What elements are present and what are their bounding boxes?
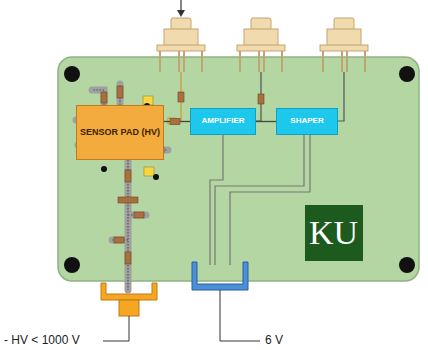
lemo-connector bbox=[320, 18, 368, 72]
connector-cap bbox=[171, 18, 191, 30]
mounting-hole bbox=[64, 257, 80, 273]
connector-body bbox=[164, 29, 198, 46]
resistor-symbol bbox=[101, 92, 107, 103]
voltage-label: - HV < 1000 V bbox=[2, 333, 82, 347]
signal-wire bbox=[256, 121, 276, 122]
node-text: AMPLIFIER bbox=[201, 117, 244, 126]
connector-base bbox=[237, 45, 285, 51]
hv-connector bbox=[101, 283, 157, 316]
connector-pin bbox=[258, 51, 260, 72]
connector-pin bbox=[239, 51, 241, 72]
connector-cap bbox=[251, 18, 271, 30]
lemo-connector bbox=[237, 18, 285, 72]
connector-body bbox=[192, 262, 248, 290]
connector-plug bbox=[119, 300, 139, 316]
connector-pin bbox=[159, 51, 161, 72]
node-text: SHAPER bbox=[290, 117, 323, 126]
connector-base bbox=[320, 45, 368, 51]
resistor-symbol bbox=[114, 237, 124, 243]
resistor-symbol bbox=[125, 252, 131, 264]
ground-symbol bbox=[144, 167, 154, 176]
mounting-hole bbox=[399, 257, 415, 273]
mounting-hole bbox=[64, 66, 80, 82]
connector-body bbox=[327, 29, 361, 46]
connector-base bbox=[157, 45, 205, 51]
shaper-block: SHAPER bbox=[276, 108, 338, 135]
via-dot bbox=[101, 166, 107, 172]
guard-trace bbox=[76, 84, 168, 290]
signal-trace bbox=[338, 72, 344, 121]
power-trace bbox=[230, 135, 310, 265]
connector-body bbox=[244, 29, 278, 46]
logo-box: KU bbox=[305, 205, 363, 261]
node-text: SENSOR PAD (HV) bbox=[80, 128, 160, 138]
leader-line bbox=[103, 316, 129, 341]
pcb-board bbox=[58, 57, 419, 281]
power-trace bbox=[210, 135, 223, 265]
leader-line bbox=[220, 290, 260, 341]
resistor-symbol bbox=[125, 170, 131, 182]
power-trace bbox=[215, 135, 304, 265]
connector-pin bbox=[364, 51, 366, 72]
connector-pin bbox=[263, 51, 265, 72]
resistor-symbol bbox=[258, 94, 264, 104]
connector-pin bbox=[346, 51, 348, 72]
connector-body bbox=[101, 283, 157, 300]
hv-trace bbox=[76, 84, 168, 290]
power-connector bbox=[192, 262, 248, 290]
resistor-symbol bbox=[134, 212, 144, 218]
amplifier-block: AMPLIFIER bbox=[190, 108, 256, 135]
connector-cap bbox=[334, 18, 354, 30]
resistor-symbol bbox=[117, 86, 123, 98]
arrow-head bbox=[177, 10, 185, 17]
connector-pin bbox=[322, 51, 324, 72]
connector-pin bbox=[281, 51, 283, 72]
lemo-connector bbox=[157, 18, 205, 72]
connector-pin bbox=[201, 51, 203, 72]
connector-pin bbox=[183, 51, 185, 72]
hv-filter-traces bbox=[76, 84, 168, 290]
connector-pin bbox=[341, 51, 343, 72]
resistor-symbol bbox=[170, 119, 180, 125]
voltage-label: 6 V bbox=[263, 333, 285, 347]
node-text: KU bbox=[309, 214, 358, 251]
connector-pin bbox=[178, 51, 180, 72]
mounting-hole bbox=[399, 66, 415, 82]
sensor-pad: SENSOR PAD (HV) bbox=[76, 105, 164, 160]
resistor-symbol bbox=[178, 92, 184, 102]
via-dot bbox=[153, 174, 159, 180]
resistor-symbol bbox=[118, 197, 138, 203]
